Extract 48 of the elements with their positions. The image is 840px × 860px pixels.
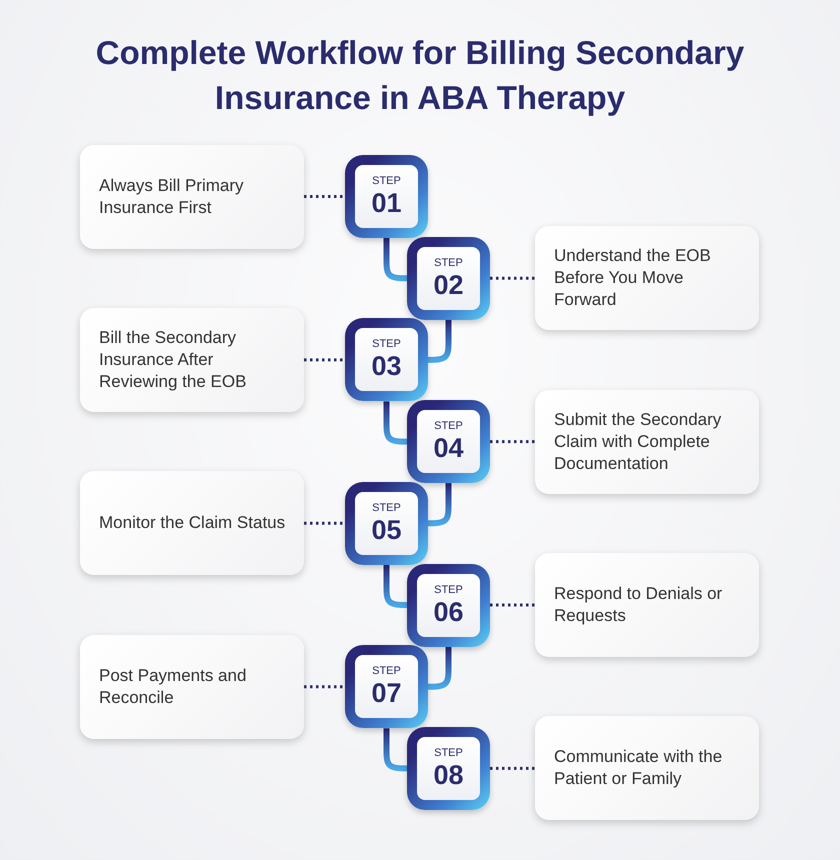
step-number: 01 bbox=[371, 188, 402, 218]
step-card bbox=[80, 144, 304, 248]
step-number: 04 bbox=[433, 433, 464, 464]
step-card bbox=[80, 634, 304, 739]
step-card bbox=[535, 390, 759, 494]
step-label: STEP bbox=[434, 584, 463, 596]
step-label: STEP bbox=[434, 420, 463, 434]
dotted-connector bbox=[490, 604, 535, 606]
step-label: STEP bbox=[372, 502, 401, 515]
connector-line bbox=[428, 320, 452, 363]
dotted-connector bbox=[490, 440, 535, 444]
dotted-connector bbox=[304, 358, 345, 362]
step-description: Understand the EOB Before You Move Forward bbox=[554, 245, 712, 312]
step-label: STEP bbox=[434, 256, 463, 270]
step-card bbox=[80, 308, 304, 412]
step-number: 05 bbox=[371, 514, 402, 545]
connector-line bbox=[384, 401, 407, 445]
step-number: 02 bbox=[433, 270, 464, 300]
step-label: STEP bbox=[372, 665, 401, 678]
step-label: STEP bbox=[434, 746, 463, 760]
dotted-connector bbox=[304, 522, 345, 525]
connector-line bbox=[428, 646, 452, 690]
step-number: 06 bbox=[433, 596, 464, 626]
step-description: Monitor the Claim Status bbox=[99, 512, 286, 534]
connector-line bbox=[384, 728, 407, 772]
step-card bbox=[80, 471, 304, 576]
step-label: STEP bbox=[372, 338, 401, 352]
dotted-connector bbox=[304, 685, 345, 688]
step-card bbox=[535, 226, 759, 330]
step-card bbox=[535, 553, 759, 657]
step-label: STEP bbox=[372, 175, 401, 188]
step-description: Bill the Secondary Insurance After Reviewing the EOB bbox=[99, 326, 248, 393]
step-number: 03 bbox=[371, 351, 402, 382]
step-description: Communicate with the Patient or Family bbox=[554, 746, 724, 790]
connector-line bbox=[428, 483, 452, 526]
step-number: 07 bbox=[371, 678, 402, 708]
dotted-connector bbox=[490, 766, 535, 770]
step-description: Always Bill Primary Insurance First bbox=[99, 174, 245, 218]
step-description: Submit the Secondary Claim with Complete Documentation bbox=[554, 408, 722, 475]
connector-line bbox=[384, 564, 407, 608]
connector-line bbox=[384, 238, 407, 282]
step-description: Respond to Denials or Requests bbox=[554, 583, 724, 627]
step-card bbox=[535, 716, 759, 820]
title: Complete Workflow for Billing Secondary Insurance in ABA Therapy bbox=[94, 33, 746, 118]
dotted-connector bbox=[304, 195, 345, 198]
step-description: Post Payments and Reconcile bbox=[99, 664, 248, 709]
step-number: 08 bbox=[433, 760, 464, 790]
dotted-connector bbox=[490, 276, 535, 280]
